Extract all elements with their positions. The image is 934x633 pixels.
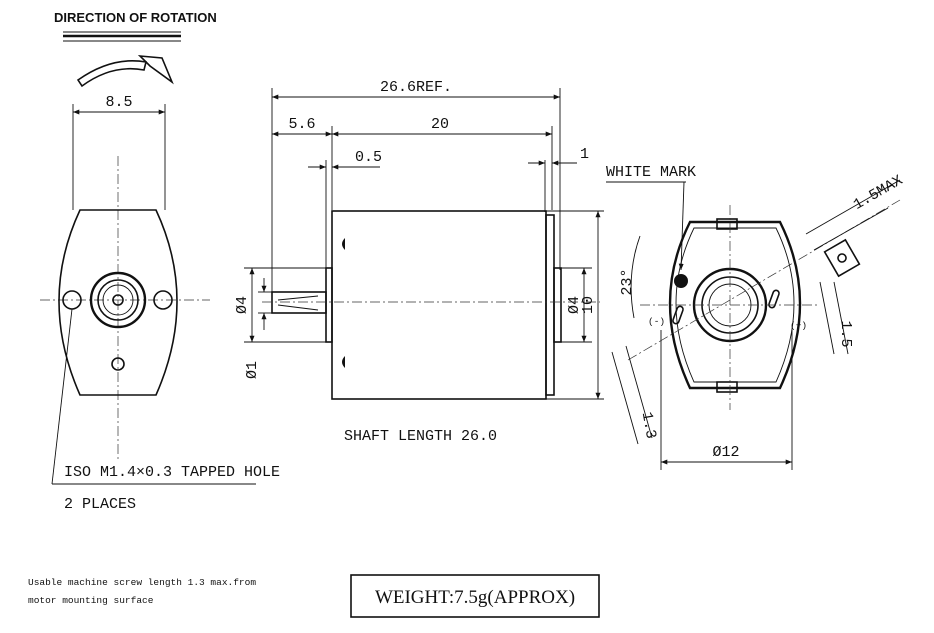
front-boss-ring [89,271,147,329]
weight-box: WEIGHT:7.5g(APPROX) [350,574,600,618]
tapped-hole-label: ISO M1.4×0.3 TAPPED HOLE [64,464,280,481]
svg-text:(-): (-) [648,316,665,327]
dim-boss-offset: 0.5 [355,149,382,166]
rotation-header: DIRECTION OF ROTATION [54,10,217,42]
note-line-2: motor mounting surface [28,595,154,606]
dim-terminal-gap: 1.3 [638,411,659,441]
rear-boss [553,267,562,343]
white-mark-dot [674,274,688,288]
dim-body-height: 10 [580,296,597,314]
places-label: 2 PLACES [64,496,136,513]
rear-view: WHITE MARK 23° (-) (+) 1. [606,164,906,470]
dim-terminal-angle: 23° [619,268,636,295]
tapped-hole-right [153,290,173,310]
dim-body-length: 20 [431,116,449,133]
dim-overall-length: 26.6REF. [380,79,452,96]
front-flange [58,209,178,396]
rotation-arrow-icon [76,55,174,88]
front-shaft-icon [112,294,124,306]
clip-bottom [716,381,738,393]
front-boss [325,267,333,343]
front-view: 8.5 ISO M1.4×0.3 TAPPED HOLE 2 PLACES [40,94,280,513]
rear-body-outline [668,220,802,390]
shaft [271,291,327,314]
dim-rear-boss-dia: Ø4 [566,296,583,314]
dim-rear-offset: 1 [580,146,589,163]
white-mark-label: WHITE MARK [606,164,696,181]
dim-shaft-tip-dia: Ø1 [244,361,261,379]
dim-max-protrusion: 1.5MAX [851,172,906,214]
weight-label: WEIGHT:7.5g(APPROX) [375,587,575,608]
clip-top [716,218,738,230]
dim-terminal-width: 1.5 [837,320,854,347]
dim-shaft-dia: Ø4 [234,296,251,314]
dim-body-dia: Ø12 [712,444,739,461]
end-cap [545,214,555,396]
side-view: 26.6REF. 5.6 20 0.5 1 [234,79,604,445]
vent-hole [111,357,125,371]
note-line-1: Usable machine screw length 1.3 max.from [28,577,256,588]
shaft-length-label: SHAFT LENGTH 26.0 [344,428,497,445]
terminal-detail [823,238,861,278]
terminal-left [672,305,684,325]
motor-body [331,210,547,400]
terminal-right [768,289,780,309]
svg-text:(+): (+) [790,320,807,331]
dim-flange-width: 8.5 [105,94,132,111]
dim-shaft-exposed: 5.6 [288,116,315,133]
rotation-title: DIRECTION OF ROTATION [54,10,217,25]
